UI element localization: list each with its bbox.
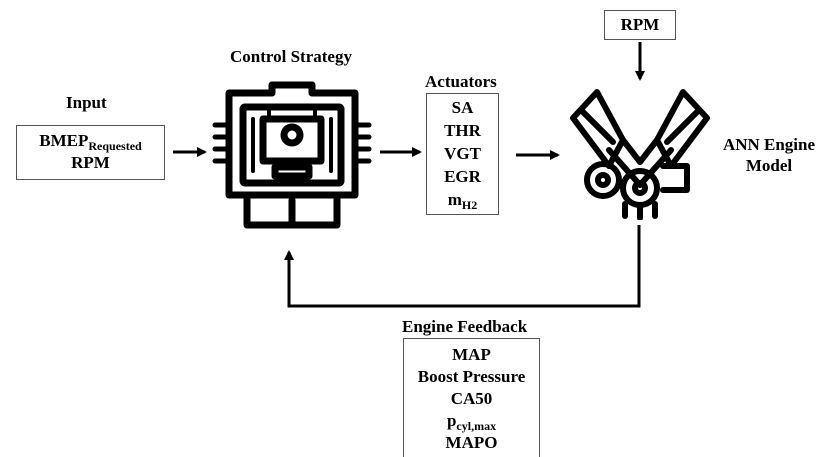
actuator-thr: THR bbox=[444, 121, 481, 140]
feedback-pcylmax: pcyl,max bbox=[446, 411, 497, 433]
actuator-mh2: mH2 bbox=[447, 190, 478, 212]
feedback-mapo: MAPO bbox=[445, 433, 498, 452]
input-box: BMEPRequested RPM bbox=[16, 125, 165, 180]
control-strategy-title: Control Strategy bbox=[230, 47, 352, 66]
input-bmep: BMEPRequested bbox=[39, 131, 142, 153]
actuator-vgt: VGT bbox=[444, 144, 481, 163]
ecu-chip-icon bbox=[212, 81, 372, 229]
engine-model-title: ANN Engine Model bbox=[722, 135, 816, 175]
actuator-egr: EGR bbox=[444, 167, 481, 186]
input-rpm: RPM bbox=[71, 153, 110, 172]
engine-feedback-title: Engine Feedback bbox=[402, 317, 528, 336]
rpm-top-box: RPM bbox=[604, 10, 676, 40]
actuator-sa: SA bbox=[451, 98, 474, 117]
actuators-box: SA THR VGT EGR mH2 bbox=[426, 93, 499, 215]
feedback-boost-pressure: Boost Pressure bbox=[417, 367, 526, 386]
feedback-loop-line bbox=[284, 225, 641, 308]
feedback-map: MAP bbox=[452, 345, 491, 364]
v-engine-icon bbox=[570, 89, 710, 220]
actuators-title: Actuators bbox=[425, 72, 497, 91]
feedback-box: MAP Boost Pressure CA50 pcyl,max MAPO bbox=[403, 338, 540, 457]
rpm-top-label: RPM bbox=[620, 15, 660, 34]
input-title: Input bbox=[66, 93, 107, 112]
feedback-ca50: CA50 bbox=[450, 389, 493, 408]
